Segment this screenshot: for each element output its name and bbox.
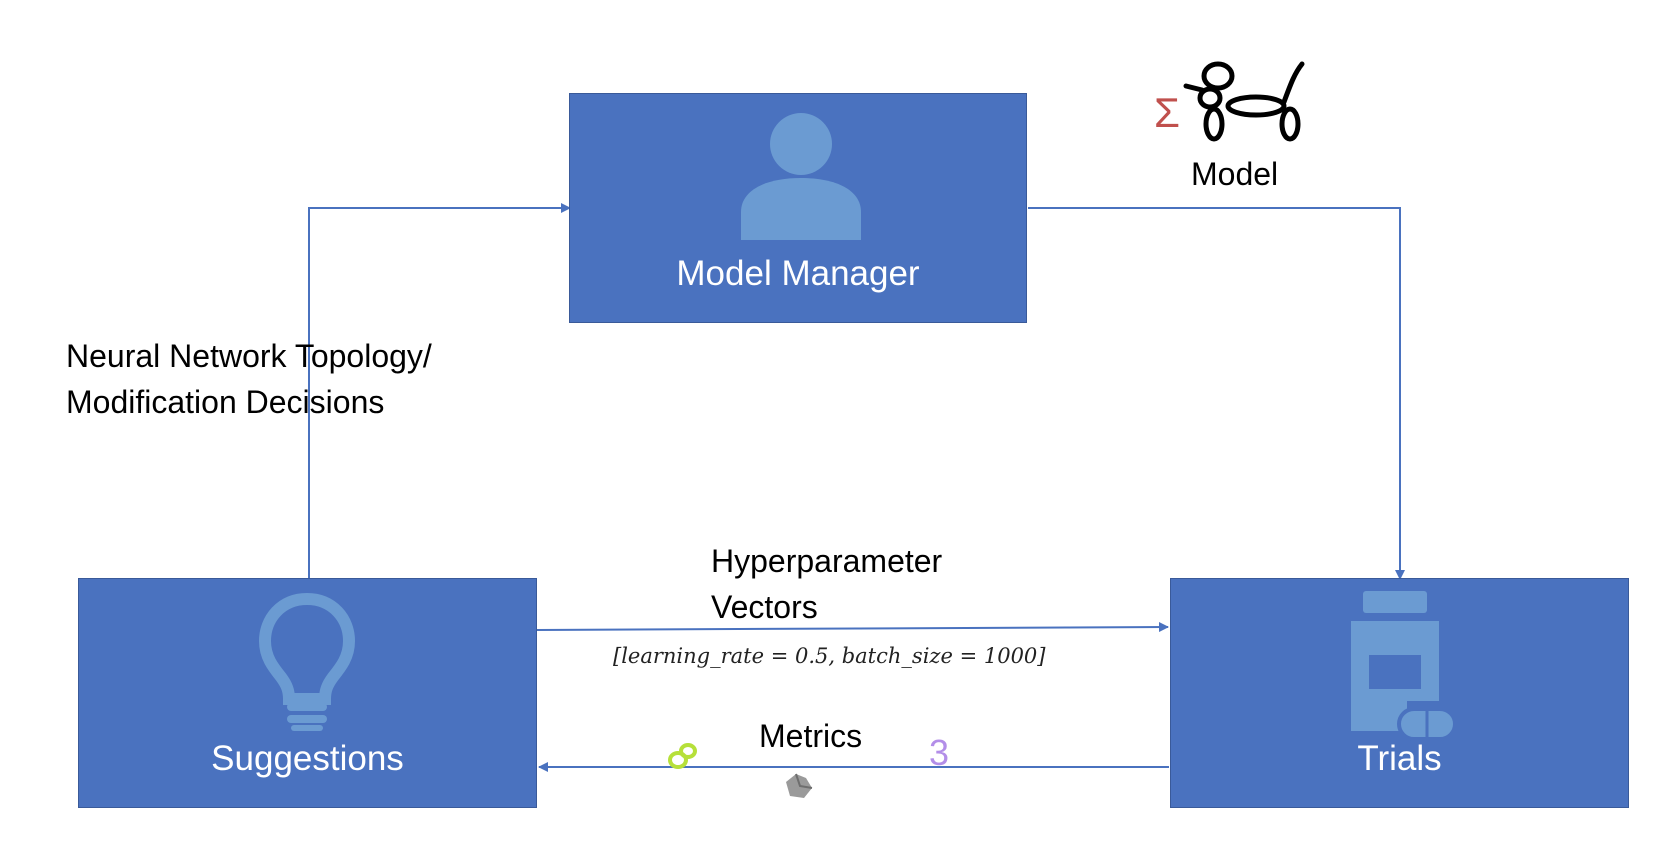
suggestions-node[interactable]: Suggestions bbox=[78, 578, 537, 808]
rock-icon bbox=[786, 773, 813, 798]
arrow-suggestions-to-manager bbox=[308, 203, 571, 580]
topology-label-line2: Modification Decisions bbox=[66, 384, 385, 420]
metrics-digit: 3 bbox=[929, 732, 950, 773]
glue-blob-icon bbox=[668, 743, 697, 769]
pill-bottle-icon bbox=[1351, 591, 1457, 741]
arrow-manager-to-trials bbox=[1028, 207, 1405, 580]
trials-node[interactable]: Trials bbox=[1170, 578, 1629, 808]
model-manager-node[interactable]: Model Manager bbox=[569, 93, 1027, 323]
hyperparameter-formula: [learning_rate = 0.5, batch_size = 1000] bbox=[613, 644, 1046, 668]
hyperparameter-label-line1: Hyperparameter bbox=[711, 543, 943, 579]
lightbulb-icon bbox=[258, 592, 356, 731]
arrow-suggestions-to-trials bbox=[536, 622, 1169, 633]
trials-label: Trials bbox=[1357, 739, 1442, 778]
metrics-label: Metrics bbox=[759, 718, 863, 754]
topology-label-line1: Neural Network Topology/ bbox=[66, 338, 432, 374]
model-manager-label: Model Manager bbox=[676, 254, 920, 293]
model-edge-label: Model bbox=[1191, 156, 1279, 192]
balloon-dog-icon bbox=[1183, 61, 1305, 142]
person-icon bbox=[741, 113, 861, 240]
hyperparameter-label-line2: Vectors bbox=[711, 589, 818, 625]
suggestions-label: Suggestions bbox=[211, 739, 404, 778]
sigma-glyph: Σ bbox=[1154, 89, 1180, 136]
